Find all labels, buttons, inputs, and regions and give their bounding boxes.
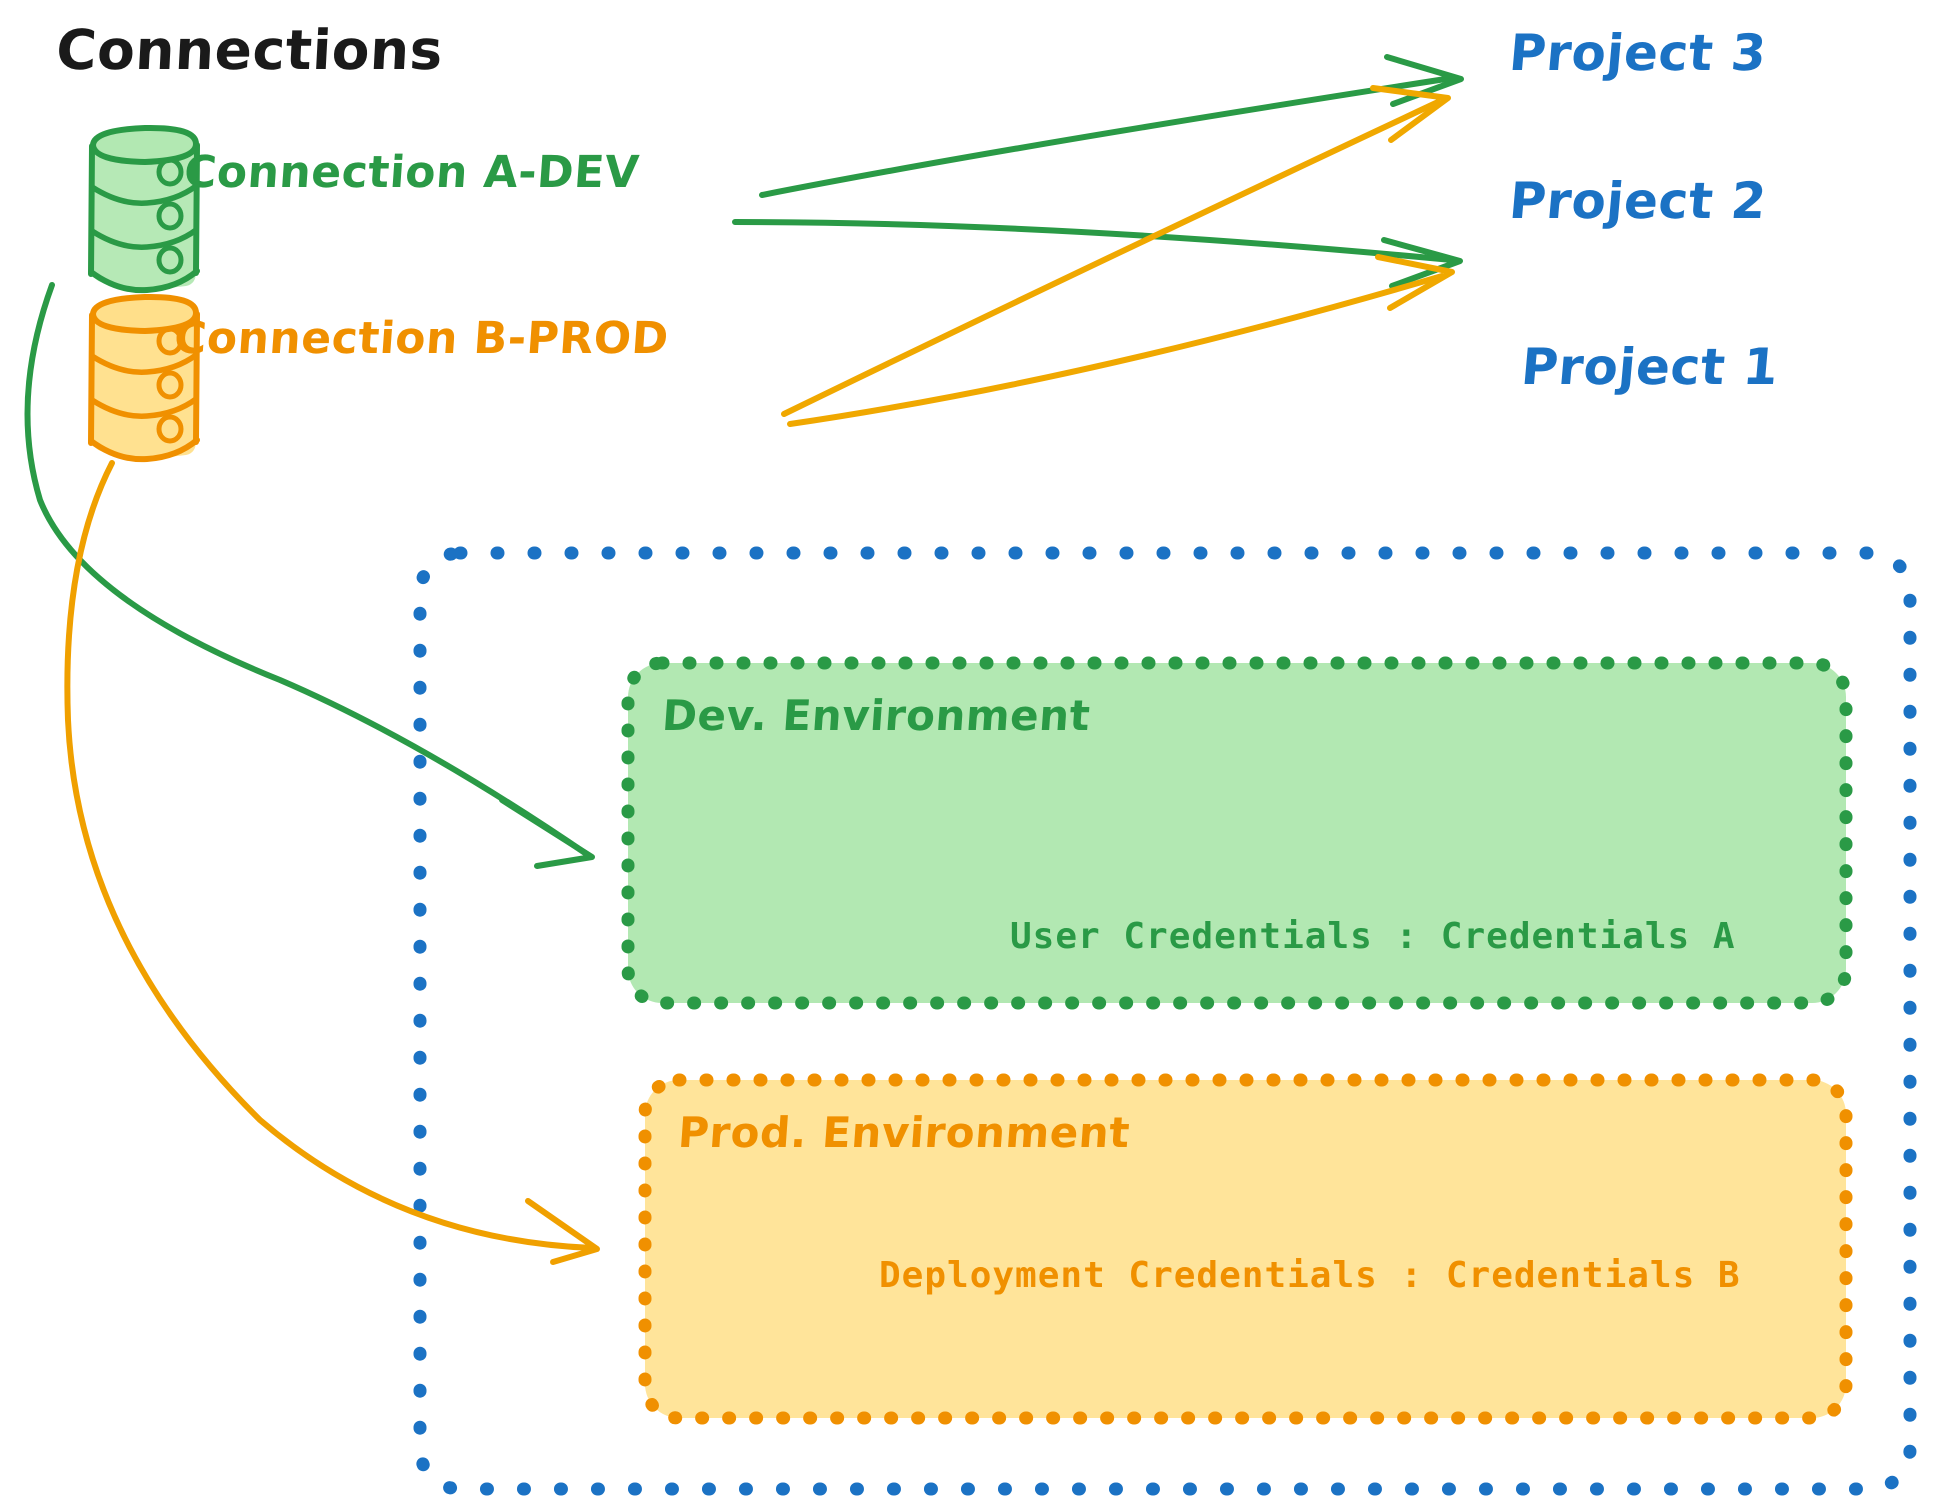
database-cylinder-icon-green[interactable] [88, 124, 200, 294]
edge-conn-b-to-prod-environment [64, 460, 600, 1265]
edge-conn-b-to-project-2 [787, 254, 1455, 427]
dev-environment-dotted-border [621, 656, 1853, 1010]
green-cylinder-top-fill [92, 129, 196, 161]
orange-cylinder-right-edge [193, 311, 200, 445]
arrowhead [499, 797, 595, 869]
green-cylinder-left-edge [88, 143, 95, 277]
connection-a-dev-label[interactable]: Connection A-DEV [182, 147, 642, 198]
edge-conn-b-to-project-3 [781, 85, 1451, 417]
green-cylinder-led-1 [156, 157, 184, 187]
project-3-label[interactable]: Project 3 [1506, 24, 1769, 82]
orange-cylinder-left-edge [88, 312, 95, 446]
edge-line [781, 99, 1441, 417]
orange-cylinder-led-3 [156, 414, 184, 444]
orange-cylinder-divider-2 [89, 396, 199, 419]
project-1-label[interactable]: Project 1 [1518, 338, 1781, 396]
edge-line [64, 460, 595, 1251]
database-cylinder-icon-orange[interactable] [88, 293, 200, 463]
orange-cylinder-led-2 [156, 370, 184, 400]
arrowhead [525, 1198, 600, 1265]
green-cylinder-led-3 [156, 245, 184, 275]
green-cylinder-divider-2 [89, 227, 199, 250]
project-1-container[interactable] [413, 546, 1917, 1496]
edge-line [787, 273, 1445, 427]
edge-line [24, 282, 591, 858]
green-cylinder-body-fill [92, 144, 196, 289]
orange-cylinder-bottom [88, 437, 200, 463]
dev-environment-title: Dev. Environment [660, 691, 1092, 740]
prod-environment-credentials: Deployment Credentials : Credentials B [879, 1255, 1741, 1296]
prod-environment-dotted-border [638, 1073, 1853, 1425]
dev-environment-box[interactable] [621, 656, 1853, 1010]
green-cylinder-divider-1 [89, 183, 199, 206]
edge-line [759, 75, 1455, 198]
orange-cylinder-top-fill [92, 298, 196, 330]
arrowhead [1375, 254, 1455, 311]
page-title: Connections [54, 18, 445, 82]
arrowhead [1370, 85, 1451, 143]
prod-environment-fill [645, 1080, 1846, 1418]
edge-line [732, 219, 1455, 263]
green-cylinder-led-2 [156, 201, 184, 231]
orange-cylinder-divider-1 [89, 352, 199, 375]
arrowhead [1381, 237, 1463, 289]
edge-conn-a-to-project-2 [732, 219, 1463, 289]
edge-conn-a-to-project-3 [759, 54, 1464, 198]
green-cylinder-right-edge [193, 142, 200, 276]
project-1-dotted-border [413, 546, 1917, 1496]
dev-environment-fill [628, 663, 1846, 1003]
orange-cylinder-body-fill [92, 313, 196, 458]
orange-cylinder-led-1 [156, 326, 184, 356]
connection-b-prod-label[interactable]: Connection B-PROD [172, 313, 671, 364]
project-2-label[interactable]: Project 2 [1506, 172, 1769, 230]
dev-environment-credentials: User Credentials : Credentials A [1010, 916, 1736, 957]
prod-environment-box[interactable] [638, 1073, 1853, 1425]
green-cylinder-bottom [88, 268, 200, 294]
prod-environment-title: Prod. Environment [676, 1108, 1132, 1157]
edge-conn-a-to-dev-environment [24, 282, 595, 869]
